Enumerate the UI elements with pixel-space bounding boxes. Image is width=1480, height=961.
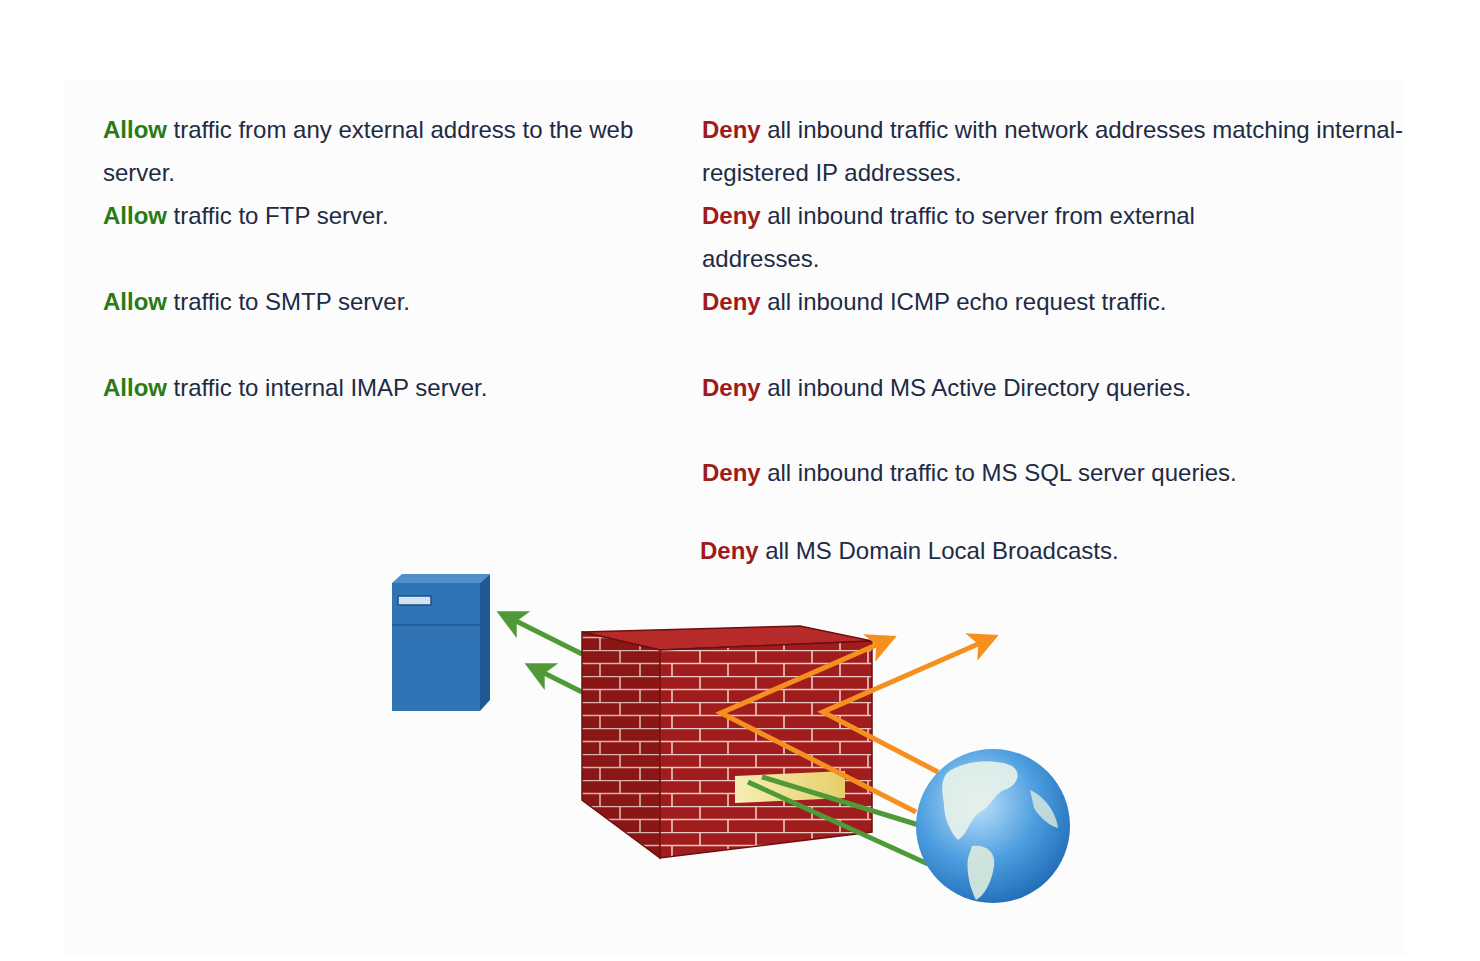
rule-action: Deny: [702, 374, 761, 401]
allowed-arrow: [538, 670, 582, 692]
denied-arrow: [721, 642, 916, 812]
rule-action: Deny: [702, 459, 761, 486]
rule-text: traffic from any external address to the…: [103, 116, 633, 186]
server-seam: [392, 624, 480, 626]
server-drive: [398, 596, 431, 605]
rule-text: all inbound MS Active Directory queries.: [767, 374, 1191, 401]
rule-action: Allow: [103, 374, 167, 401]
rule-text: all inbound traffic with network address…: [702, 116, 1403, 186]
rule-line: Denyall MS Domain Local Broadcasts.: [700, 529, 1410, 572]
continent: [1030, 790, 1058, 828]
rule-text: traffic to SMTP server.: [173, 288, 410, 315]
firewall-wall: [582, 626, 872, 858]
rule-line: Denyall inbound ICMP echo request traffi…: [702, 280, 1412, 323]
rule-text: all inbound traffic to MS SQL server que…: [767, 459, 1237, 486]
rule-line: Allowtraffic to FTP server.: [103, 194, 663, 237]
allowed-arrow: [510, 618, 582, 654]
rule-action: Deny: [702, 202, 761, 229]
denied-arrow: [823, 641, 985, 772]
rule-action: Deny: [702, 116, 761, 143]
rule-action: Allow: [103, 202, 167, 229]
rule-line: Allowtraffic to internal IMAP server.: [103, 366, 663, 409]
slide-panel: [65, 80, 1405, 956]
rule-line: Denyall inbound traffic with network add…: [702, 108, 1412, 194]
server-side: [480, 574, 490, 711]
rule-action: Allow: [103, 288, 167, 315]
rule-text: traffic to FTP server.: [173, 202, 388, 229]
rule-line: Denyall inbound MS Active Directory quer…: [702, 366, 1412, 409]
rule-line: Allowtraffic to SMTP server.: [103, 280, 663, 323]
continent: [967, 846, 994, 900]
server-front: [392, 583, 480, 711]
rule-line: Denyall inbound traffic to MS SQL server…: [702, 451, 1412, 494]
continent: [942, 761, 1017, 840]
rule-text: all MS Domain Local Broadcasts.: [765, 537, 1118, 564]
globe-icon: [916, 749, 1070, 903]
rule-text: all inbound ICMP echo request traffic.: [767, 288, 1166, 315]
rule-line: Allowtraffic from any external address t…: [103, 108, 663, 194]
rule-text: all inbound traffic to server from exter…: [702, 202, 1195, 272]
server-icon: [392, 574, 490, 711]
allowed-arrow: [748, 782, 928, 864]
rule-line: Denyall inbound traffic to server from e…: [702, 194, 1302, 280]
globe: [916, 749, 1070, 903]
rule-action: Deny: [702, 288, 761, 315]
rule-text: traffic to internal IMAP server.: [173, 374, 487, 401]
server-top: [392, 574, 490, 583]
rule-action: Allow: [103, 116, 167, 143]
wall-side: [582, 632, 660, 858]
rule-action: Deny: [700, 537, 759, 564]
